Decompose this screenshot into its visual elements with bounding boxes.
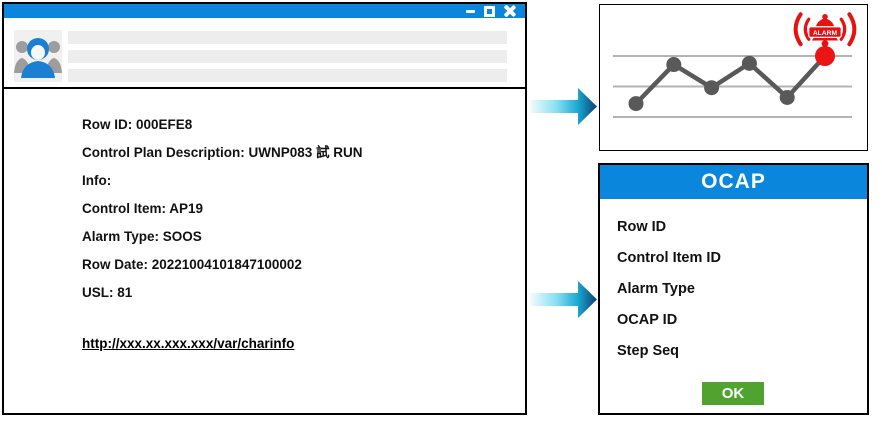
charinfo-link-line: http://xxx.xx.xxx.xxx/var/charinfo — [82, 334, 507, 353]
data-point — [741, 55, 757, 71]
window-titlebar — [4, 4, 525, 18]
charinfo-link[interactable]: http://xxx.xx.xxx.xxx/var/charinfo — [82, 336, 295, 351]
close-button[interactable] — [504, 5, 516, 17]
ocap-item-alarm-type: Alarm Type — [617, 281, 695, 297]
window-content: Row ID: 000EFE8 Control Plan Description… — [4, 89, 525, 353]
alarm-label: ALARM — [813, 30, 838, 37]
alarm-bell-icon: ALARM — [793, 12, 857, 47]
ok-button[interactable]: OK — [702, 382, 764, 405]
field-alarm-type: Alarm Type: SOOS — [82, 229, 202, 244]
ocap-dialog-title: OCAP — [701, 170, 766, 193]
field-control-plan-description: Control Plan Description: UWNP083 試 RUN — [82, 145, 363, 160]
placeholder-bar — [68, 31, 507, 44]
data-point — [779, 89, 795, 105]
alarm-detail-window: Row ID: 000EFE8 Control Plan Description… — [2, 2, 527, 415]
alarm-data-point — [815, 46, 835, 66]
ocap-item-step-seq: Step Seq — [617, 343, 680, 359]
minimize-icon — [466, 9, 475, 13]
maximize-icon — [484, 5, 495, 17]
field-control-item: Control Item: AP19 — [82, 201, 204, 216]
flow-arrow-to-chart — [530, 88, 597, 125]
field-usl: USL: 81 — [82, 285, 133, 300]
data-point — [666, 57, 682, 73]
spc-trend-chart: ALARM — [613, 12, 857, 118]
close-icon — [504, 5, 516, 17]
placeholder-bar — [68, 69, 507, 82]
flow-arrow-to-ocap — [530, 281, 597, 318]
ocap-item-control-item-id: Control Item ID — [617, 250, 721, 266]
minimize-button[interactable] — [466, 9, 475, 13]
maximize-button[interactable] — [484, 5, 495, 17]
ocap-dialog: OCAP Row ID Control Item ID Alarm Type O… — [598, 163, 869, 415]
ocap-field-list: Row ID Control Item ID Alarm Type OCAP I… — [600, 199, 867, 359]
avatar — [14, 30, 62, 82]
field-row-date: Row Date: 20221004101847100002 — [82, 257, 302, 272]
data-point — [704, 80, 720, 96]
ocap-item-row-id: Row ID — [617, 219, 667, 235]
header-placeholder-bars — [68, 31, 507, 88]
ocap-dialog-header: OCAP — [600, 165, 867, 199]
window-header — [4, 18, 525, 89]
placeholder-bar — [68, 50, 507, 63]
data-point — [628, 96, 644, 112]
group-user-icon — [14, 38, 62, 78]
spc-chart-box: ALARM — [599, 4, 868, 151]
ocap-item-ocap-id: OCAP ID — [617, 312, 678, 328]
field-info: Info: — [82, 173, 112, 188]
field-row-id: Row ID: 000EFE8 — [82, 117, 193, 132]
